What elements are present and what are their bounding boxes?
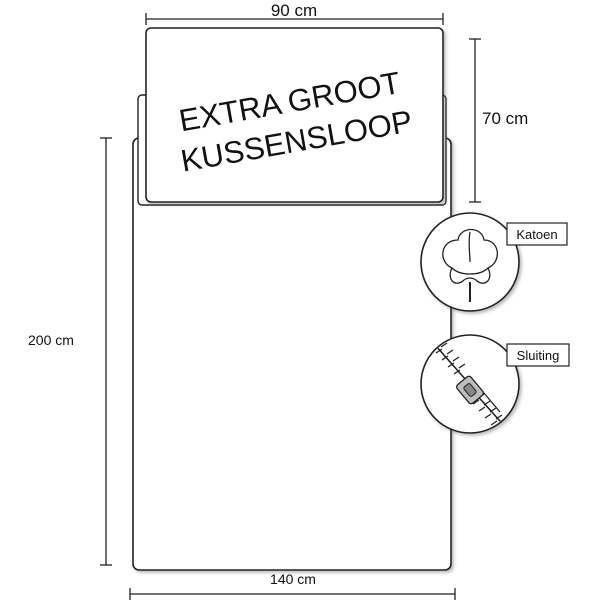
pillow-width-label: 90 cm (271, 1, 317, 20)
zipper-label-box (506, 343, 570, 367)
cotton-label-box (506, 222, 568, 246)
feature-zipper: Sluiting (420, 334, 570, 434)
dimension-duvet-length (100, 137, 112, 566)
zipper-label: Sluiting (517, 348, 560, 363)
dimension-pillow-width (145, 13, 444, 25)
dimension-duvet-width (129, 588, 456, 600)
duvet-width-label: 140 cm (270, 571, 316, 587)
pillowcase: EXTRA GROOT KUSSENSLOOP (145, 27, 444, 203)
pillow-height-label: 70 cm (482, 109, 528, 128)
cotton-flower-icon (442, 228, 498, 302)
zipper-icon (435, 342, 509, 431)
feature-cotton: Katoen (420, 212, 568, 312)
dimension-pillow-height (469, 38, 481, 203)
cotton-label: Katoen (516, 227, 557, 242)
duvet-length-label: 200 cm (28, 332, 74, 348)
